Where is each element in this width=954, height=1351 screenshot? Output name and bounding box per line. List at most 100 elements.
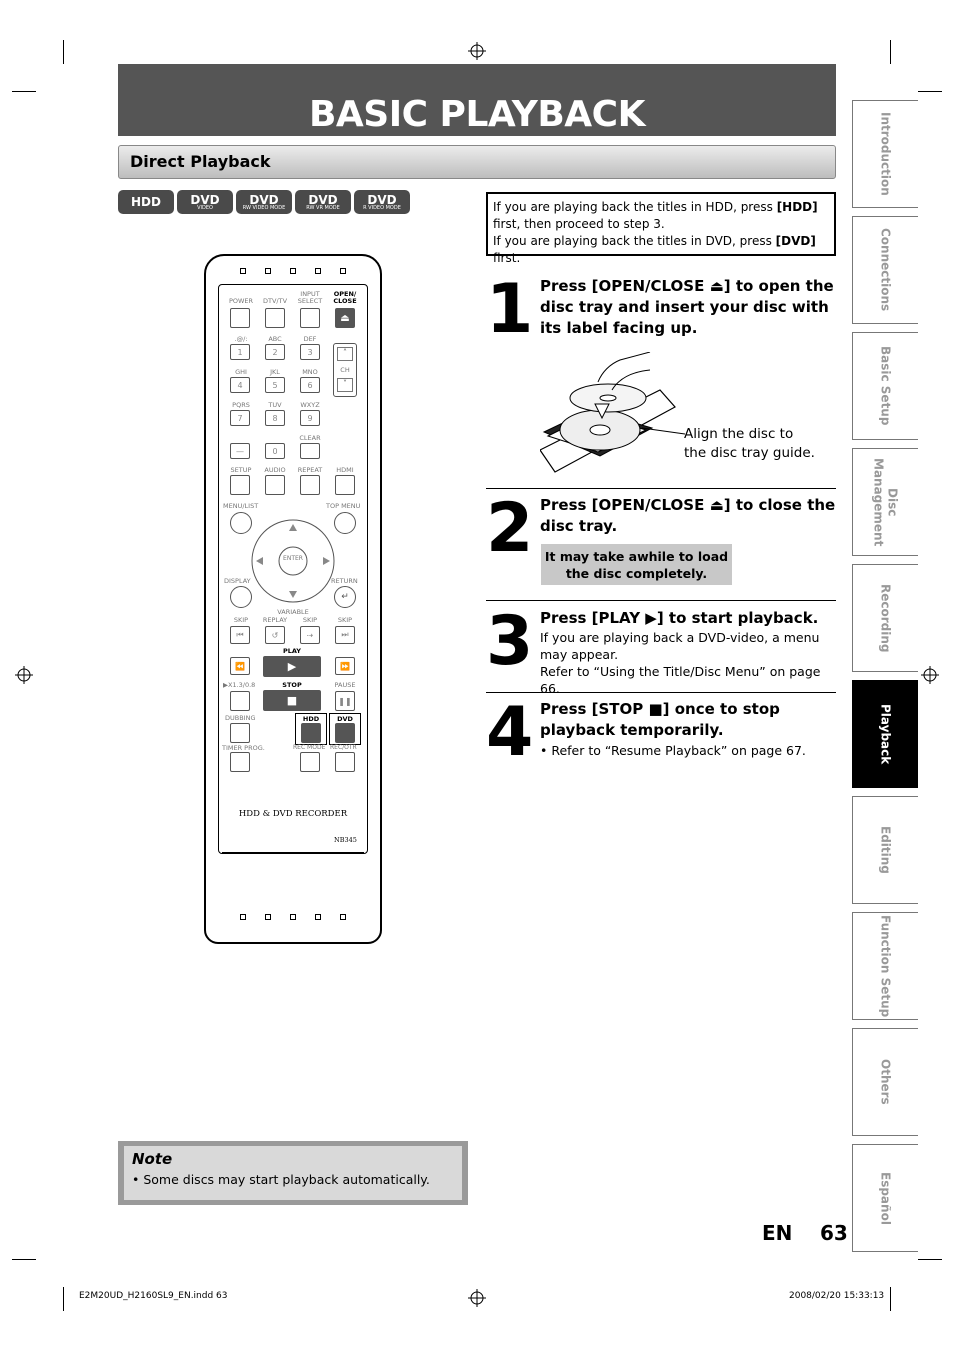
rec-otr-button[interactable] xyxy=(335,752,355,772)
step-number: 4 xyxy=(486,693,533,772)
remote-label: REC/OTR xyxy=(330,744,357,751)
key-1-button[interactable]: 1 xyxy=(230,344,250,360)
key-6-button[interactable]: 6 xyxy=(300,377,320,393)
remote-label: SKIP xyxy=(337,616,353,624)
tab-recording[interactable]: Recording xyxy=(852,564,918,672)
disc-tray-illustration xyxy=(540,352,685,473)
remote-label: GHI xyxy=(235,368,247,376)
dvd-button[interactable] xyxy=(335,723,355,743)
remote-label: OPEN/ CLOSE xyxy=(333,290,357,305)
tab-basic-setup[interactable]: Basic Setup xyxy=(852,332,918,440)
tab-connections[interactable]: Connections xyxy=(852,216,918,324)
step-heading: Press [OPEN/CLOSE ⏏] to close the disc t… xyxy=(540,496,836,535)
remote-label: AUDIO xyxy=(264,466,286,474)
tab-disc-management[interactable]: Disc Management xyxy=(852,448,918,556)
tab-espanol[interactable]: Español xyxy=(852,1144,918,1252)
remote-indicator xyxy=(265,268,271,274)
remote-label: RETURN xyxy=(331,577,358,585)
variable-skip-icon[interactable]: ⇢ xyxy=(300,626,320,644)
input-select-button[interactable] xyxy=(300,308,320,328)
crop-mark xyxy=(890,40,891,64)
timer-prog-button[interactable] xyxy=(230,752,250,772)
crop-mark xyxy=(63,40,64,64)
rewind-icon[interactable]: ⏪ xyxy=(230,657,250,675)
remote-panel xyxy=(218,284,368,854)
chevron-up-icon[interactable]: ˄ xyxy=(337,347,353,361)
crop-mark xyxy=(12,1259,36,1260)
hint-box: It may take awhile to load the disc comp… xyxy=(541,544,732,585)
remote-label: SKIP xyxy=(233,616,249,624)
remote-divider xyxy=(222,852,364,853)
tab-playback[interactable]: Playback xyxy=(852,680,918,788)
hdmi-button[interactable] xyxy=(335,475,355,495)
dubbing-button[interactable] xyxy=(230,723,250,743)
skip-forward-icon[interactable]: ⏭ xyxy=(335,626,355,644)
tab-editing[interactable]: Editing xyxy=(852,796,918,904)
title-bar: BASIC PLAYBACK xyxy=(118,64,836,136)
return-icon[interactable]: ↵ xyxy=(334,586,356,608)
dash-button[interactable]: — xyxy=(230,443,250,459)
key-2-button[interactable]: 2 xyxy=(265,344,285,360)
remote-label: DISPLAY xyxy=(224,577,251,585)
key-7-button[interactable]: 7 xyxy=(230,410,250,426)
footer-date: 2008/02/20 15:33:13 xyxy=(789,1291,885,1301)
rec-mode-button[interactable] xyxy=(300,752,320,772)
note-title: Note xyxy=(132,1150,173,1168)
step-number: 3 xyxy=(486,602,533,681)
remote-indicator xyxy=(315,914,321,920)
remote-label: DEF xyxy=(303,335,317,343)
chevron-down-icon[interactable]: ˅ xyxy=(337,378,353,392)
hdd-button[interactable] xyxy=(301,723,321,743)
key-3-button[interactable]: 3 xyxy=(300,344,320,360)
remote-label: HDMI xyxy=(336,466,354,474)
key-5-button[interactable]: 5 xyxy=(265,377,285,393)
key-9-button[interactable]: 9 xyxy=(300,410,320,426)
remote-label: CH xyxy=(340,366,350,374)
channel-rocker[interactable]: ˄ CH ˅ xyxy=(333,343,357,397)
navigation-pad[interactable] xyxy=(250,518,336,604)
hdd-logo-icon: HDD xyxy=(118,190,174,214)
crop-mark xyxy=(890,1287,891,1311)
tab-function-setup[interactable]: Function Setup xyxy=(852,912,918,1020)
remote-label: REC MODE xyxy=(293,744,326,751)
remote-label: ABC xyxy=(268,335,282,343)
menu-list-button[interactable] xyxy=(230,512,252,534)
top-menu-button[interactable] xyxy=(334,512,356,534)
remote-label: CLEAR xyxy=(299,434,321,442)
step-body: If you are playing back a DVD-video, a m… xyxy=(540,630,821,696)
key-4-button[interactable]: 4 xyxy=(230,377,250,393)
remote-indicator xyxy=(315,268,321,274)
repeat-button[interactable] xyxy=(300,475,320,495)
remote-label: DVD xyxy=(337,715,353,723)
tab-others[interactable]: Others xyxy=(852,1028,918,1136)
enter-button[interactable]: ENTER xyxy=(283,555,303,562)
clear-button[interactable] xyxy=(300,443,320,459)
key-0-button[interactable]: 0 xyxy=(265,443,285,459)
fast-forward-icon[interactable]: ⏩ xyxy=(335,657,355,675)
remote-indicator xyxy=(240,914,246,920)
replay-icon[interactable]: ↺ xyxy=(265,626,285,644)
audio-button[interactable] xyxy=(265,475,285,495)
stop-button[interactable]: ■ xyxy=(263,690,321,711)
power-button[interactable] xyxy=(230,308,250,328)
section-header: Direct Playback xyxy=(118,145,836,179)
disc-caption: Align the disc to the disc tray guide. xyxy=(684,426,815,461)
speed-button[interactable] xyxy=(230,691,250,711)
divider xyxy=(486,488,836,489)
remote-label: HDD xyxy=(302,715,320,723)
remote-label: .@/: xyxy=(234,335,248,343)
pause-icon[interactable]: ❚❚ xyxy=(335,691,355,711)
tab-introduction[interactable]: Introduction xyxy=(852,100,918,208)
setup-button[interactable] xyxy=(230,475,250,495)
registration-mark-icon xyxy=(921,666,939,684)
dtv-tv-button[interactable] xyxy=(265,308,285,328)
remote-label: ▶X1.3/0.8 xyxy=(223,681,256,689)
key-8-button[interactable]: 8 xyxy=(265,410,285,426)
open-close-button[interactable]: ⏏ xyxy=(335,308,355,328)
skip-back-icon[interactable]: ⏮ xyxy=(230,626,250,644)
display-button[interactable] xyxy=(230,586,252,608)
play-button[interactable]: ▶ xyxy=(263,656,321,677)
